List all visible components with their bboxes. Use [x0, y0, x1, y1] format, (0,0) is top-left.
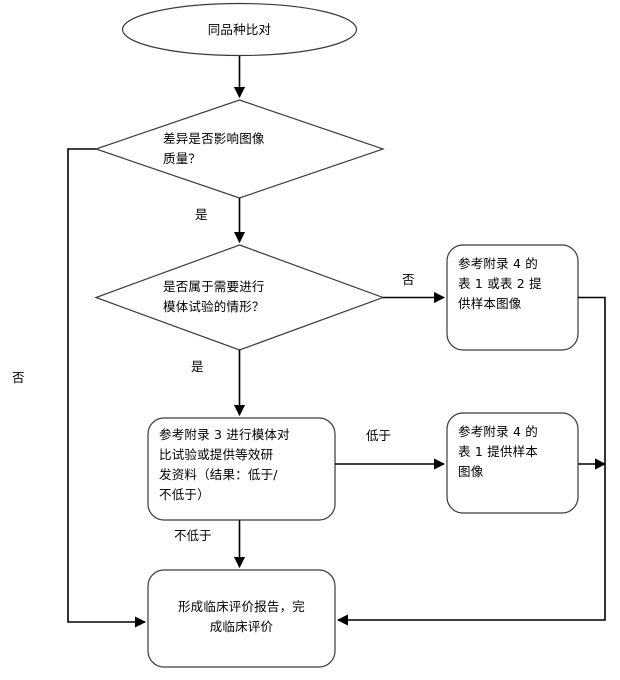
- node-process-phantom-test-label: 参考附录 3 进行模体对 比试验或提供等效研 发资料（结果：低于/ 不低于）: [159, 427, 290, 502]
- edge-label-below: 低于: [366, 428, 392, 443]
- edge-label-no-image-quality: 否: [12, 370, 25, 385]
- edge-label-yes-phantom-test: 是: [191, 359, 204, 374]
- node-process-phantom-test-shape: [147, 417, 336, 521]
- edge-label-no-phantom-test: 否: [402, 272, 415, 287]
- edge-decision1-no-to-end: [67, 148, 147, 628]
- node-start-shape: [121, 2, 358, 57]
- node-decision-phantom-test-label: 是否属于需要进行 模体试验的情形？: [163, 279, 265, 314]
- edge-label-yes-image-quality: 是: [195, 207, 208, 222]
- node-decision-image-quality-label: 差异是否影响图像 质量？: [163, 131, 265, 166]
- node-start-label: 同品种比对: [207, 22, 272, 37]
- node-end-clinical-report-shape: [147, 569, 336, 668]
- node-process-appendix4-table1-shape: [446, 412, 579, 514]
- node-end-clinical-report-label: 形成临床评价报告，完 成临床评价: [177, 599, 305, 634]
- node-process-appendix4-table1-label: 参考附录 4 的 表 1 提供样本 图像: [458, 424, 538, 479]
- edge-label-not-below: 不低于: [174, 528, 212, 543]
- node-process-appendix4-table1-or-2-label: 参考附录 4 的 表 1 或表 2 提 供样本图像: [458, 256, 542, 311]
